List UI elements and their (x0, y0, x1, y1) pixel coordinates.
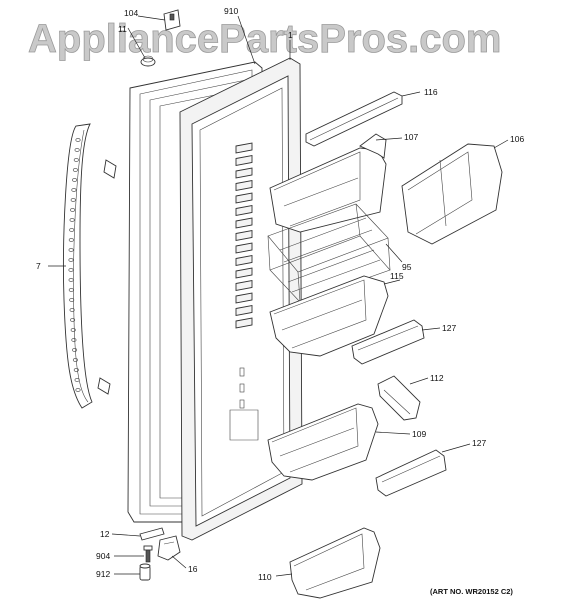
callout-127-upper: 127 (442, 323, 456, 333)
cover-112 (377, 375, 421, 421)
shelf-rail (235, 267, 253, 279)
door-bin-106 (401, 143, 503, 245)
callout-116: 116 (424, 87, 438, 97)
handle-grip-dot (68, 258, 74, 262)
door-bin-115 (269, 275, 389, 357)
callout-95: 95 (402, 262, 412, 272)
handle-grip-dot (70, 318, 76, 322)
door-handle (63, 123, 117, 409)
callout-16: 16 (188, 564, 198, 574)
handle-grip-dot (73, 368, 79, 372)
handle-grip-dot (68, 238, 74, 242)
callout-109: 109 (412, 429, 426, 439)
handle-grip-dot (68, 288, 74, 292)
callout-7: 7 (36, 261, 41, 271)
handle-grip-dot (72, 178, 78, 182)
handle-grip-dot (68, 248, 74, 252)
handle-grip-dot (69, 308, 75, 312)
handle-grip-dot (68, 278, 74, 282)
door-stop-pin (139, 563, 151, 581)
handle-grip-dot (74, 378, 80, 382)
callout-106: 106 (510, 134, 524, 144)
art-number: (ART NO. WR20152 C2) (430, 587, 513, 596)
hinge-shim (139, 527, 165, 541)
handle-grip-dot (69, 218, 75, 222)
callout-904: 904 (96, 551, 110, 561)
handle-grip-dot (75, 388, 81, 392)
shelf-rail (235, 154, 253, 167)
shelf-rail (235, 279, 253, 292)
watermark: AppliancePartsPros.com (28, 17, 502, 61)
callout-910: 910 (224, 6, 238, 16)
hinge-bushing (140, 55, 156, 67)
handle-grip-dot (72, 168, 78, 172)
shelf-rail (235, 229, 253, 242)
shelf-rail (235, 242, 253, 254)
handle-grip-dot (72, 348, 78, 352)
handle-grip-dot (72, 358, 78, 362)
leader-lines (48, 15, 509, 577)
handle-grip-dot (71, 338, 77, 342)
shelf-rail (235, 304, 253, 317)
callout-912: 912 (96, 569, 110, 579)
callout-1: 1 (288, 30, 293, 40)
handle-grip-dot (70, 208, 76, 212)
callout-112: 112 (430, 373, 444, 383)
callout-12: 12 (100, 529, 110, 539)
bin-trim-lower (375, 449, 447, 497)
handle-grip-dot (75, 138, 81, 142)
handle-grip-dot (74, 148, 80, 152)
shelf-rail (235, 204, 253, 217)
handle-grip-dot (68, 268, 74, 272)
shelf-rail (235, 179, 253, 192)
shelf-rail (235, 142, 253, 154)
shelf-rail (235, 217, 253, 229)
callout-11: 11 (118, 24, 127, 34)
callout-115: 115 (390, 271, 404, 281)
door-bin-110 (289, 527, 381, 599)
shelf-rail (235, 192, 253, 204)
shelf-rail (235, 167, 253, 179)
callout-labels: 104 910 11 1 116 107 106 7 95 115 127 11… (36, 6, 524, 582)
callout-104: 104 (124, 8, 138, 18)
top-hinge-cap (163, 9, 181, 31)
liner-shelf-rails (235, 142, 253, 329)
handle-grip-dot (70, 198, 76, 202)
bin-trim-upper (351, 319, 425, 365)
callout-127-lower: 127 (472, 438, 486, 448)
handle-grip-dot (69, 228, 75, 232)
handle-grip-dot (69, 298, 75, 302)
screw (143, 545, 153, 563)
shelf-rail (235, 254, 253, 267)
bin-rail (305, 91, 403, 147)
handle-grip-dot (70, 328, 76, 332)
callout-107: 107 (404, 132, 418, 142)
handle-grip-dot (73, 158, 79, 162)
bottom-hinge (157, 535, 181, 561)
handle-grip-dot (71, 188, 77, 192)
callout-110: 110 (258, 572, 272, 582)
door-bin-109 (267, 403, 379, 481)
shelf-rail (235, 292, 253, 304)
wire-rack (267, 203, 391, 303)
liner-slots (229, 367, 259, 441)
shelf-rail (235, 317, 253, 329)
